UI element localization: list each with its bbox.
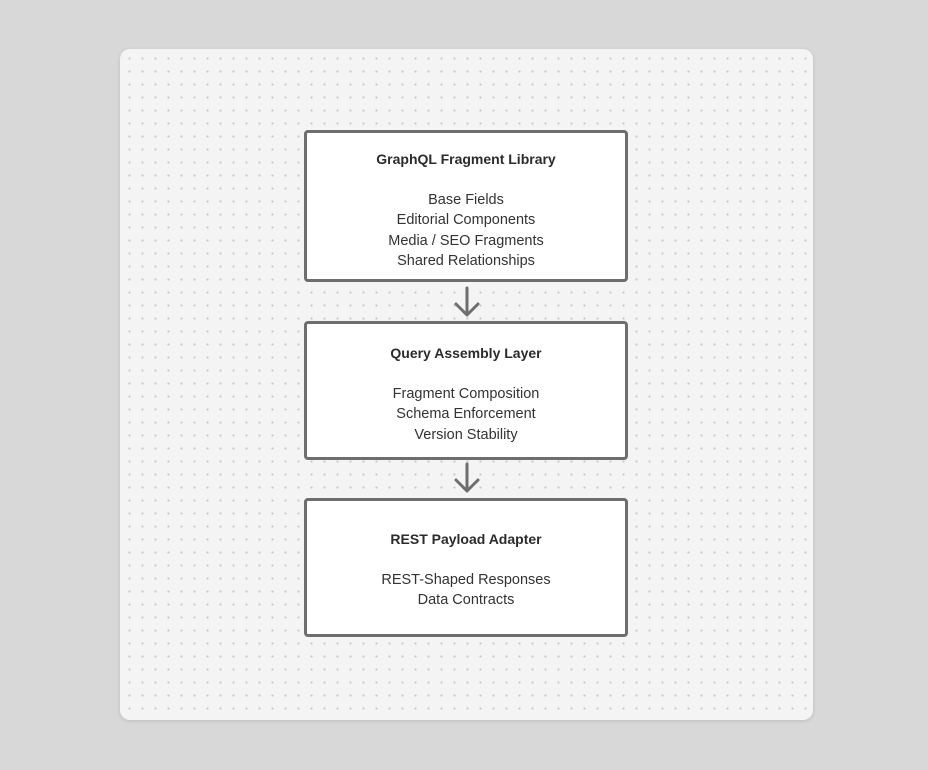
arrow-down-icon xyxy=(454,286,480,317)
node-item: REST-Shaped Responses xyxy=(381,572,551,588)
node-title: REST Payload Adapter xyxy=(390,531,542,547)
node-item: Schema Enforcement xyxy=(396,406,536,423)
node-item-list: REST-Shaped Responses Data Contracts xyxy=(307,570,625,611)
diagram-canvas: GraphQL Fragment Library Base Fields Edi… xyxy=(120,49,813,720)
node-title: Query Assembly Layer xyxy=(390,345,542,361)
node-item: Editorial Components xyxy=(396,212,536,229)
node-graphql-fragment-library: GraphQL Fragment Library Base Fields Edi… xyxy=(304,130,628,282)
node-item: Version Stability xyxy=(414,426,518,443)
node-item: Fragment Composition xyxy=(392,386,540,402)
node-query-assembly-layer: Query Assembly Layer Fragment Compositio… xyxy=(304,321,628,460)
node-rest-payload-adapter: REST Payload Adapter REST-Shaped Respons… xyxy=(304,498,628,637)
node-item: Base Fields xyxy=(428,192,504,208)
node-item: Shared Relationships xyxy=(397,253,535,270)
node-title: GraphQL Fragment Library xyxy=(376,151,556,167)
arrow-down-icon xyxy=(454,462,480,493)
node-item: Media / SEO Fragments xyxy=(388,232,544,249)
node-item: Data Contracts xyxy=(417,592,515,609)
node-item-list: Base Fields Editorial Components Media /… xyxy=(307,190,625,272)
node-item-list: Fragment Composition Schema Enforcement … xyxy=(307,384,625,445)
